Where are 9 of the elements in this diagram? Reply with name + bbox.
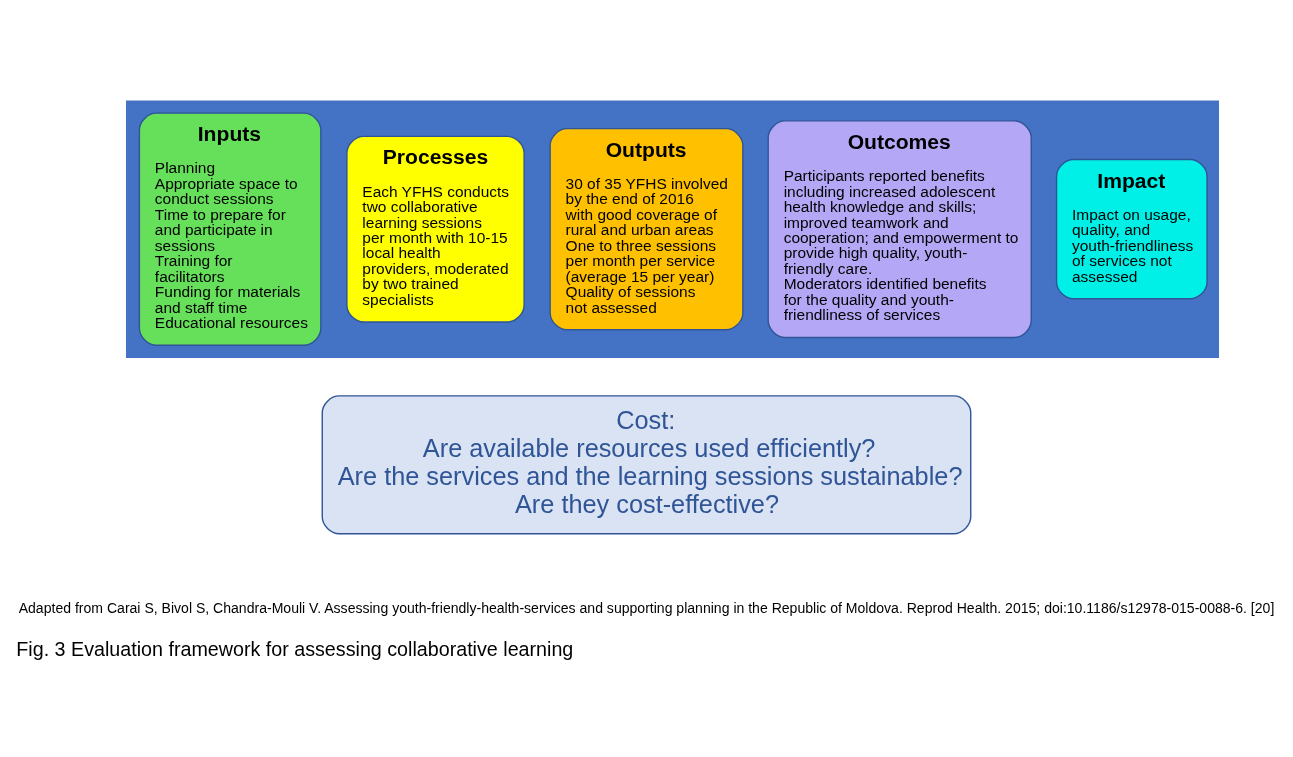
node-box: Impact Impact on usage, quality, and youth-friendliness of services not assessed (1055, 158, 1208, 300)
node-box: Outcomes Participants reported benefits including increased adolescent health knowledge and skills; improved teamwork and cooperation; and empowerment to provide high quality, youth-friendly care. Moderators identified benefits for the quality and youth-friendliness of services (767, 119, 1032, 338)
label: Adapted from Carai S, Bivol S, Chandra-Mouli V. Assessing youth-friendly-health-services and supporting planning in the Republic of Moldova. Reprod Health. 2015; doi:10.1186/s12978-015-0088-6. [20] (18, 599, 1275, 616)
node-box: Inputs Planning Appropriate space to conduct sessions Time to prepare for and participate in sessions Training for facilitators Funding for materials and staff time Educational resources (138, 111, 322, 346)
node-box: Processes Each YFHS conducts two collaborative learning sessions per month with 10-15 local health providers, moderated by two trained specialists (346, 135, 525, 323)
node-box: Outputs 30 of 35 YFHS involved by the end of 2016 with good coverage of rural and urban areas One to three sessions per month per service (average 15 per year) Quality of sessions not assessed (549, 127, 744, 330)
node-box: Cost: Are available resources used efficiently? Are the services and the learning sessions sustainable? Are they cost-effective? (321, 394, 972, 534)
cluster (126, 99, 1220, 358)
caption: Fig. 3 Evaluation framework for assessing collaborative learning (16, 637, 574, 660)
